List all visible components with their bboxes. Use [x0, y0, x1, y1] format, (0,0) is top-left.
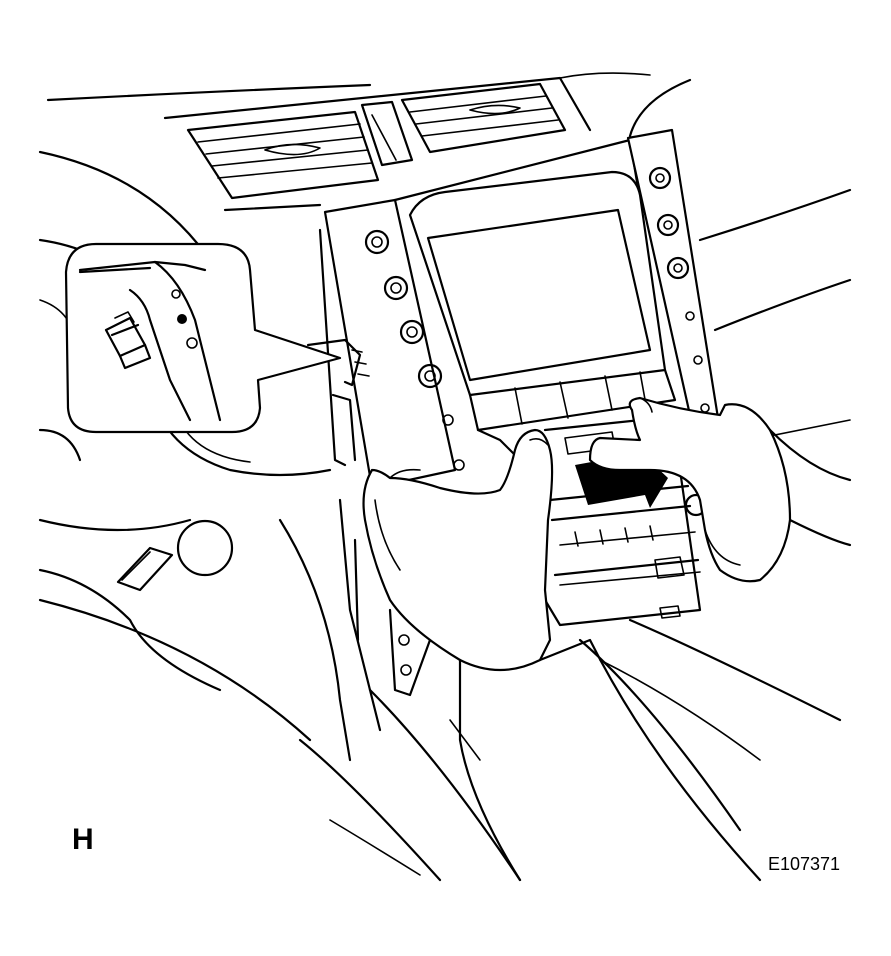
- lower-dash: [38, 518, 442, 882]
- figure-code: E107371: [768, 854, 841, 874]
- callout-detail-icon: [64, 242, 342, 434]
- connector-location: [306, 338, 370, 387]
- dashboard-top: [46, 72, 692, 138]
- center-console: [223, 188, 852, 882]
- navigation-display-unit: [323, 128, 720, 627]
- left-hand: [362, 428, 762, 882]
- air-vents: [186, 82, 567, 200]
- mounting-bracket: [318, 228, 432, 697]
- right-hand: [588, 396, 852, 583]
- view-label: H: [72, 823, 94, 856]
